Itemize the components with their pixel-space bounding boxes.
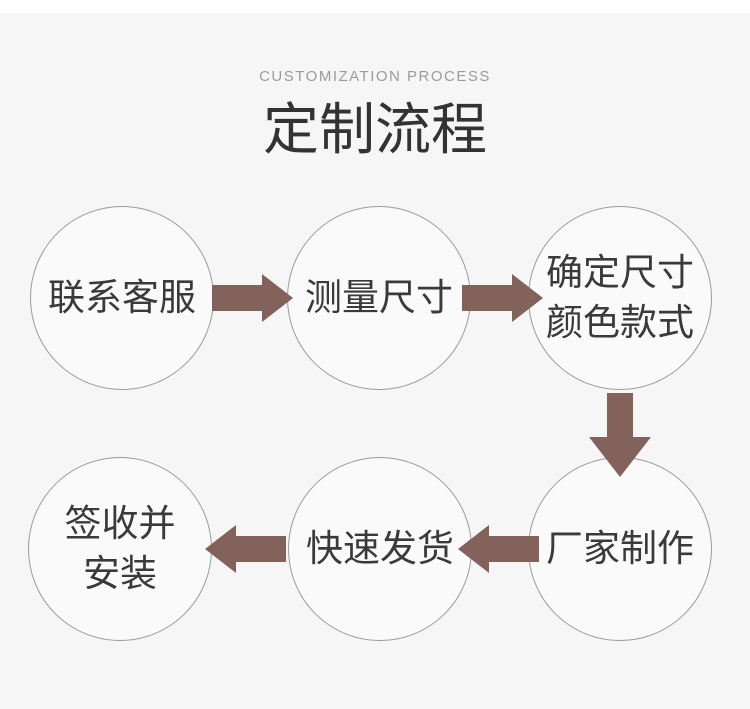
arrow-shaft (489, 536, 539, 562)
step-circle-measure-size: 测量尺寸 (287, 206, 471, 390)
arrow-head (512, 274, 543, 322)
arrow-head (458, 525, 489, 573)
arrow-head (205, 525, 236, 573)
arrow-shaft (236, 536, 286, 562)
arrow-left-icon (205, 525, 286, 573)
arrow-shaft (212, 285, 262, 311)
step-label-line1: 签收并 (64, 503, 176, 544)
step-label: 测量尺寸 (305, 277, 453, 318)
arrow-right-icon (212, 274, 293, 322)
step-label-line2: 安装 (83, 553, 157, 594)
arrow-left-icon (458, 525, 539, 573)
arrow-down-icon (589, 393, 651, 477)
section-subtitle: CUSTOMIZATION PROCESS (259, 68, 491, 85)
top-divider (0, 0, 750, 13)
arrow-head (589, 437, 651, 477)
step-circle-contact-service: 联系客服 (30, 206, 214, 390)
arrow-shaft (462, 285, 512, 311)
step-label: 快速发货 (306, 528, 454, 569)
step-label-line1: 确定尺寸 (546, 252, 694, 293)
step-circle-fast-shipping: 快速发货 (288, 457, 472, 641)
step-circle-confirm-size-color-style: 确定尺寸 颜色款式 (528, 206, 712, 390)
step-label: 厂家制作 (546, 528, 694, 569)
arrow-shaft (607, 393, 633, 437)
section-title: 定制流程 (263, 98, 487, 161)
arrow-head (262, 274, 293, 322)
step-circle-factory-production: 厂家制作 (528, 457, 712, 641)
step-circle-sign-and-install: 签收并 安装 (28, 457, 212, 641)
step-label: 联系客服 (48, 277, 196, 318)
step-label-line2: 颜色款式 (546, 302, 694, 343)
arrow-right-icon (462, 274, 543, 322)
